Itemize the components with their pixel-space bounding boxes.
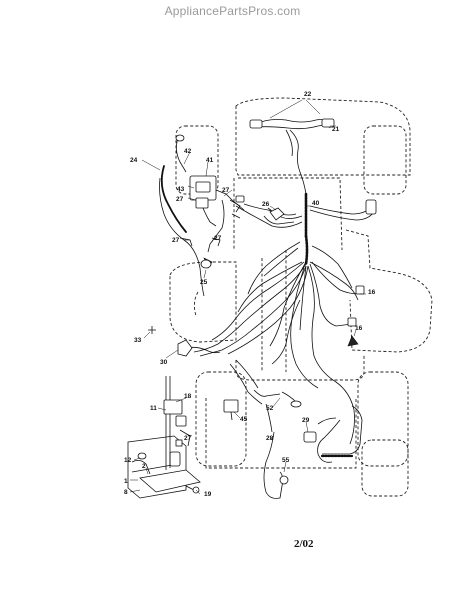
callout-27-mid-left: 27 [172,237,180,244]
callout-26: 26 [262,201,270,208]
callout-16-lower: 16 [355,325,363,332]
callout-43: 43 [177,186,185,193]
callout-1: 1 [124,478,128,485]
callout-numbers: 22 21 24 42 41 43 27 27 26 40 27 27 25 1… [124,91,376,498]
callout-28: 28 [266,435,274,442]
callout-27-lower: 27 [184,435,192,442]
seat-switch-wiring [223,359,363,499]
callout-12: 12 [124,457,132,464]
callout-2: 2 [142,463,146,470]
callout-18: 18 [184,393,192,400]
callout-19: 19 [204,491,212,498]
callout-52: 52 [266,405,274,412]
callout-21: 21 [332,126,340,133]
main-harness-loom [235,192,377,266]
callout-33: 33 [134,337,142,344]
callout-25: 25 [200,279,208,286]
leader-lines [129,151,366,495]
callout-42: 42 [184,148,192,155]
engine-components [159,134,297,297]
callout-16-upper: 16 [368,289,376,296]
callout-41: 41 [206,157,214,164]
callout-30: 30 [160,359,168,366]
tractor-outline [169,97,433,497]
bracket-assembly [127,376,201,499]
watermark: AppliancePartsPros.com [164,4,301,18]
callout-40: 40 [312,200,320,207]
headlight-harness [249,99,336,195]
callout-11: 11 [150,405,157,412]
callout-27-mid-right: 27 [214,235,222,242]
rear-wiring-bundle [193,241,365,445]
callout-27-upper-left: 27 [176,196,184,203]
callout-45: 45 [240,416,248,423]
callout-22: 22 [304,91,312,98]
callout-8: 8 [124,489,128,496]
date-code: 2/02 [294,538,314,550]
callout-55: 55 [282,457,290,464]
callout-27-upper-right: 27 [222,187,230,194]
callout-29: 29 [302,417,310,424]
ignition-switch-area [148,326,221,357]
callout-24: 24 [130,157,138,164]
